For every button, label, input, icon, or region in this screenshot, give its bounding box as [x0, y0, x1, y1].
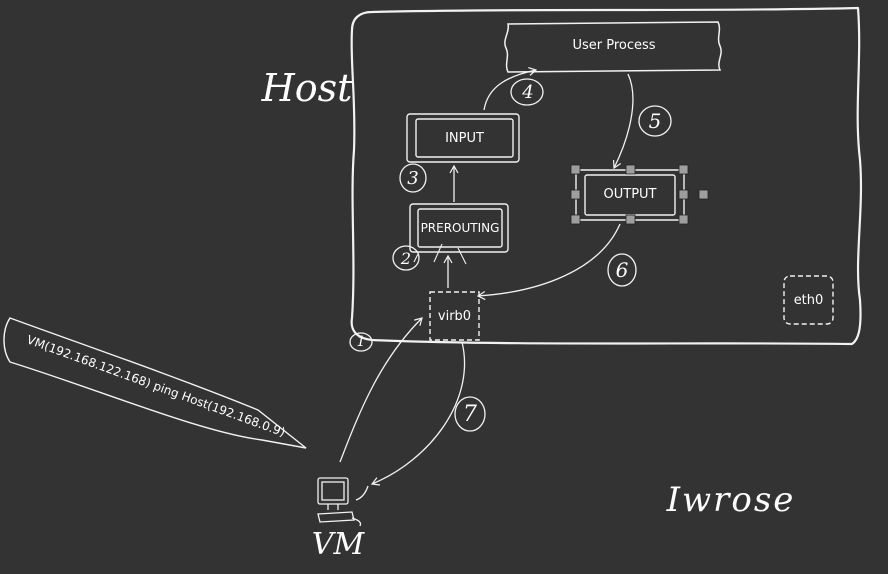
- step-6: 6: [615, 258, 629, 282]
- input-box-outer: [406, 113, 520, 163]
- step-circle-5: [638, 105, 672, 137]
- step-4: 4: [522, 81, 534, 103]
- virb0-label: virb0: [437, 308, 472, 324]
- host-boundary: [350, 6, 863, 346]
- prerouting-box-outer: [409, 203, 509, 253]
- eth0-box: [783, 275, 834, 325]
- step-circle-4: [510, 78, 544, 106]
- computer-icon: [317, 477, 369, 527]
- arrow-input-to-userprocess: [483, 66, 538, 111]
- input-label: INPUT: [445, 130, 484, 146]
- arrow-userprocess-to-output: [612, 73, 634, 170]
- host-label: Host: [261, 66, 353, 110]
- virb0-box: [429, 291, 480, 341]
- arrow-vm-to-virb0: [339, 317, 423, 463]
- step-circle-3: [399, 163, 427, 193]
- step-circle-2: [392, 245, 420, 271]
- user-process-label: User Process: [572, 37, 656, 53]
- output-label: OUTPUT: [603, 186, 657, 202]
- eth0-label: eth0: [793, 292, 824, 308]
- prerouting-box-inner: [417, 208, 503, 248]
- arrow-output-to-virb0: [476, 223, 621, 301]
- vm-label: VM: [311, 526, 365, 562]
- step-7: 7: [463, 401, 477, 427]
- arrow-virb0-to-vm: [370, 341, 466, 486]
- prerouting-label: PREROUTING: [420, 221, 500, 235]
- user-process-box: [504, 21, 722, 73]
- chalk-marks: [413, 243, 467, 265]
- step-circle-1: [349, 332, 373, 352]
- callout-bubble: [3, 317, 307, 449]
- step-3: 3: [407, 167, 419, 189]
- signature: Iwrose: [666, 480, 796, 520]
- input-box-inner: [415, 118, 514, 158]
- step-2: 2: [400, 248, 412, 268]
- step-1: 1: [356, 334, 366, 350]
- step-circle-7: [454, 396, 486, 432]
- selection-handles[interactable]: [570, 164, 709, 225]
- step-circle-6: [607, 253, 637, 287]
- step-5: 5: [648, 109, 662, 133]
